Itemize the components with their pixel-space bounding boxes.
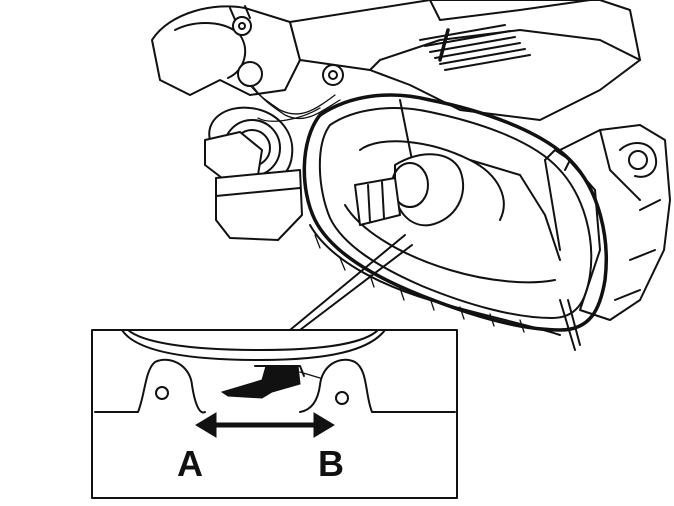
reflector-opening	[302, 93, 608, 351]
vent-ribs	[419, 24, 531, 71]
arrow-head-left-icon	[195, 412, 217, 438]
wire-connector-icon	[237, 61, 263, 87]
bulb	[394, 153, 465, 227]
lamp-housing	[151, 0, 671, 321]
label-a: A	[177, 443, 203, 484]
arrow-head-right-icon	[313, 412, 335, 438]
right-mount-hole-icon	[628, 150, 648, 170]
wire-grommet-icon	[322, 64, 344, 86]
bulb-clip	[354, 177, 401, 226]
socket-connector-block	[215, 169, 303, 241]
detail-callout-box	[91, 329, 458, 499]
slide-direction-arrow	[195, 412, 335, 438]
left-screw-hole-icon	[155, 386, 169, 400]
callout-leader	[289, 234, 413, 331]
bulb-socket	[204, 61, 344, 241]
bracket-screw-icon	[232, 16, 252, 36]
label-b: B	[318, 443, 344, 484]
retaining-clip	[220, 365, 301, 399]
right-screw-hole-icon	[335, 391, 349, 405]
